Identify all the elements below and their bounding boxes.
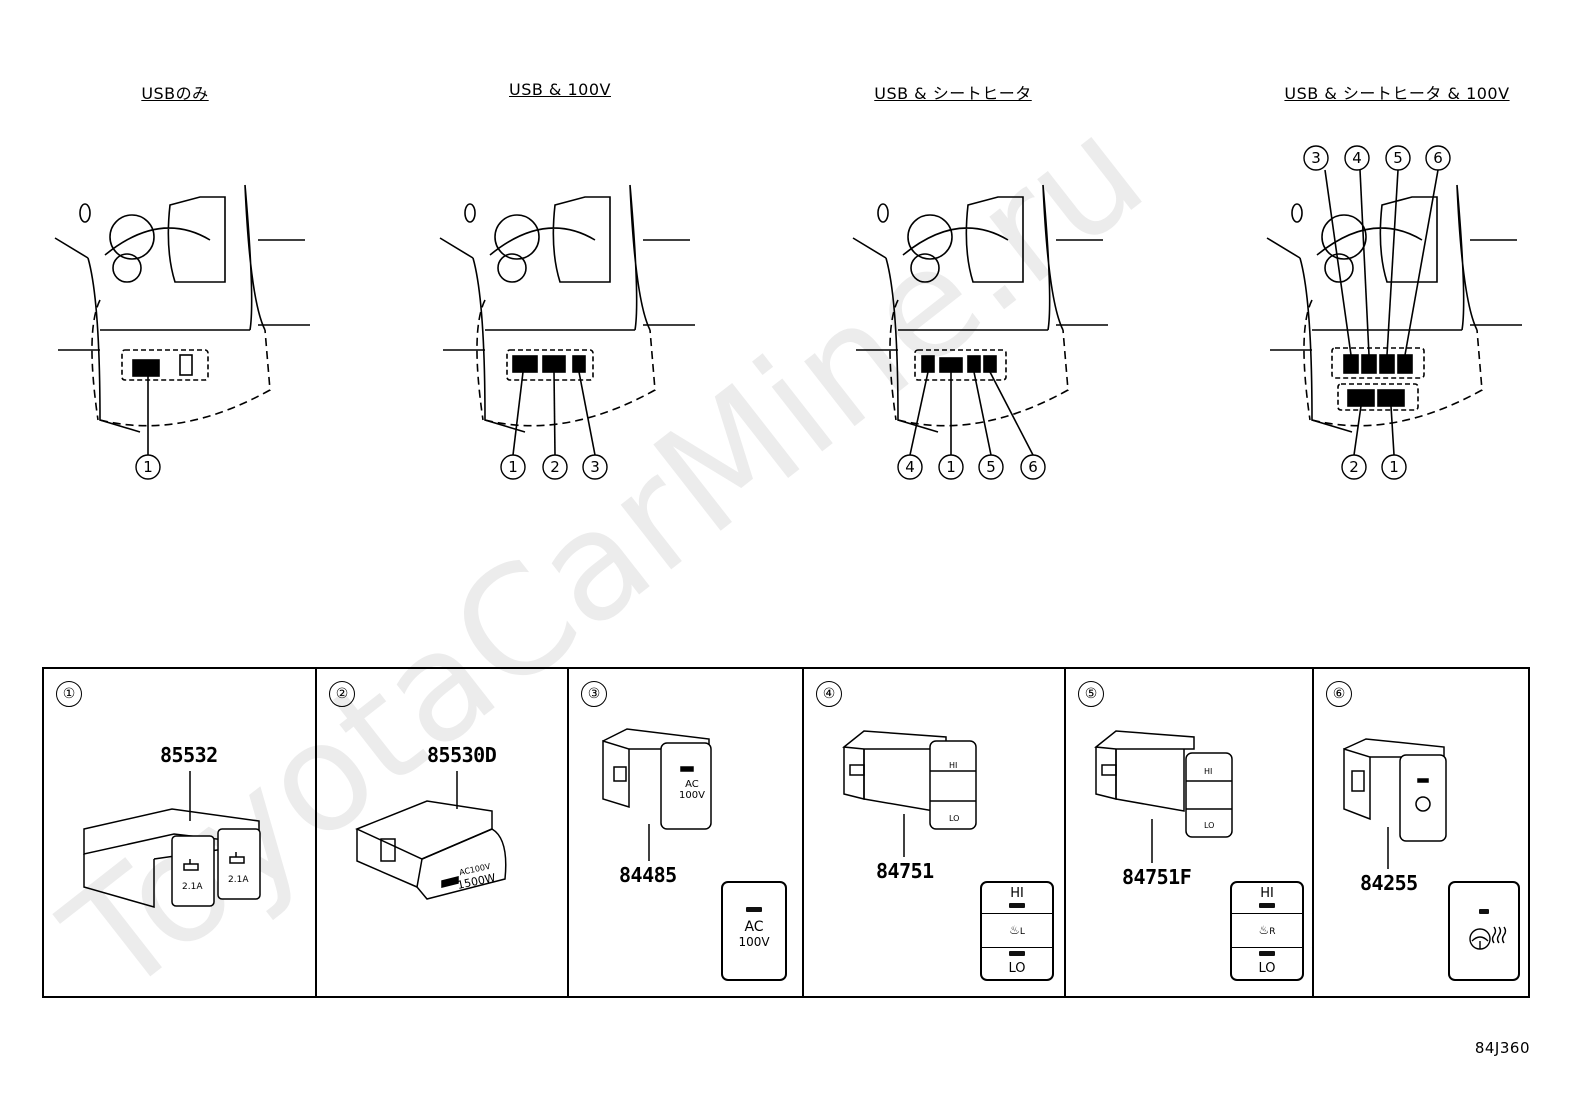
part-cell-5: ⑤ 84751F HI LO HI ♨R LO [1066,669,1314,996]
cell-index: ① [56,681,82,707]
part-cell-6: ⑥ 84255 [1314,669,1528,996]
svg-text:5: 5 [986,458,996,476]
label-card: AC 100V [721,881,787,981]
indicator-led [1259,951,1275,956]
config-usb-only: USBのみ 1 [0,0,360,520]
console-drawing: 3 4 5 6 2 1 [1266,145,1522,480]
switch-text: LO [1204,821,1215,830]
card-text: LO [1008,961,1026,976]
switch-text: 2.1A [228,875,249,885]
switch-text: LO [949,814,960,823]
seat-heater-icon: ♨L [1009,923,1025,937]
part-cell-2: ② 85530D AC100V 1500W [317,669,569,996]
switch-text: 2.1A [182,882,203,892]
console-drawing: 1 [54,184,310,480]
config-title: USB & シートヒータ & 100V [1284,84,1510,103]
config-title: USB & 100V [509,80,611,99]
svg-text:5: 5 [1393,149,1403,167]
part-cell-4: ④ 84751 HI LO HI ♨L LO [804,669,1066,996]
cell-index: ⑤ [1078,681,1104,707]
svg-text:2: 2 [1349,458,1359,476]
label-card: HI ♨R LO [1230,881,1304,981]
config-title: USB & シートヒータ [874,84,1032,103]
part-number: 84751 [876,859,934,883]
console-drawing: 4 1 5 6 [852,184,1108,480]
svg-text:4: 4 [1352,149,1362,167]
callout-1: 1 [143,458,153,476]
config-usb-seat-heater: USB & シートヒータ 4 1 5 6 [798,0,1158,520]
usb-switch-drawing [83,771,261,908]
part-number: 84485 [619,863,677,887]
switch-text: HI [1204,767,1213,776]
cell-index: ② [329,681,355,707]
seat-heater-switch-r-drawing [1094,730,1233,863]
part-number: 85530D [427,743,497,767]
svg-text:6: 6 [1433,149,1443,167]
card-text: AC [744,919,764,935]
config-usb-100v: USB & 100V 1 2 3 [385,0,745,520]
card-text: 100V [738,935,770,949]
part-cell-1: ① 85532 2.1A 2.1A [44,669,317,996]
svg-text:1: 1 [946,458,956,476]
card-text: HI [1010,886,1024,901]
card-divider [1232,947,1302,948]
config-title: USBのみ [141,84,209,103]
part-number: 84255 [1360,871,1418,895]
ac-outlet-drawing [355,771,507,900]
switch-text: HI [949,761,958,770]
svg-text:4: 4 [905,458,915,476]
svg-text:6: 6 [1028,458,1038,476]
switch-slot-1 [132,359,160,377]
seat-heater-icon: ♨R [1258,923,1276,937]
svg-text:3: 3 [590,458,600,476]
steering-heater-switch-drawing [1343,738,1447,869]
svg-text:1: 1 [1389,458,1399,476]
card-divider [982,913,1052,914]
label-card: HI ♨L LO [980,881,1054,981]
svg-text:1: 1 [508,458,518,476]
part-number: 84751F [1122,865,1192,889]
steering-heater-icon [1469,926,1507,950]
drawing-code: 84J360 [1474,1039,1530,1057]
seat-heater-switch-l-drawing [842,730,977,857]
switch-slot-blank [179,354,193,376]
indicator-led [1479,909,1489,914]
svg-text:3: 3 [1311,149,1321,167]
ac-switch-drawing [602,728,712,861]
card-divider [1232,913,1302,914]
cell-index: ⑥ [1326,681,1352,707]
cell-index: ③ [581,681,607,707]
label-card [1448,881,1520,981]
indicator-led [746,907,762,912]
parts-table: ① 85532 2.1A 2.1A ② 85530D AC100V 1500W [42,667,1530,998]
indicator-led [1259,903,1275,908]
svg-text:2: 2 [550,458,560,476]
config-usb-seat-heater-100v: USB & シートヒータ & 100V 3 4 5 6 [1212,0,1572,520]
card-divider [982,947,1052,948]
cell-index: ④ [816,681,842,707]
card-text: HI [1260,886,1274,901]
card-text: LO [1258,961,1276,976]
console-drawing: 1 2 3 [439,184,695,480]
indicator-led [1009,903,1025,908]
indicator-led [1009,951,1025,956]
part-number: 85532 [160,743,218,767]
